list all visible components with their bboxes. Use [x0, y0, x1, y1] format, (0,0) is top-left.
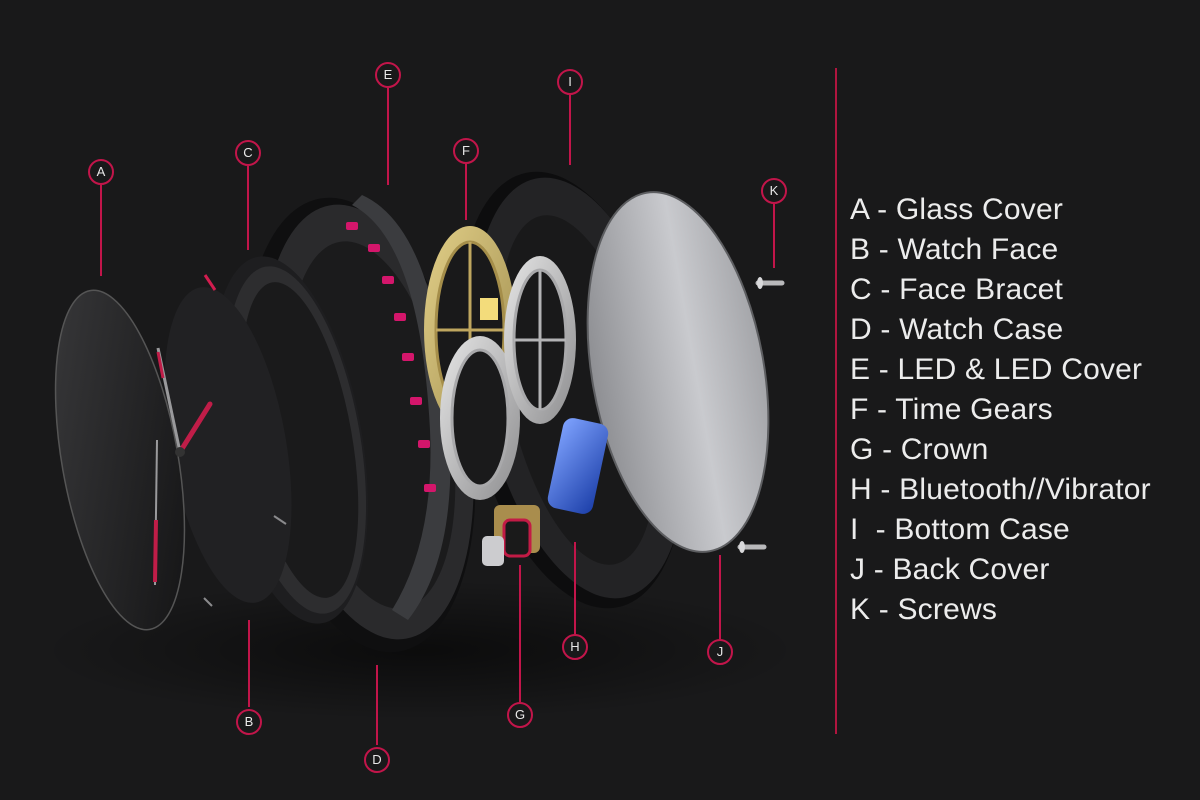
crown-shape: [482, 505, 540, 566]
legend-item-crown: G - Crown: [850, 433, 989, 466]
callout-f: F: [453, 138, 479, 164]
legend-item-glass-cover: A - Glass Cover: [850, 193, 1064, 226]
callout-e: E: [375, 62, 401, 88]
glass-cover-shape: [54, 289, 213, 631]
bluetooth-vibrator-shape: [547, 418, 609, 514]
leader-lines: [100, 88, 775, 745]
legend-item-watch-face: B - Watch Face: [850, 233, 1059, 266]
legend-item-time-gears: F - Time Gears: [850, 393, 1053, 426]
screws-shape: [737, 277, 785, 553]
callout-j: J: [707, 639, 733, 665]
callout-c: C: [235, 140, 261, 166]
callout-b: B: [236, 709, 262, 735]
legend-item-face-bracet: C - Face Bracet: [850, 273, 1064, 306]
legend-divider: [835, 68, 837, 734]
callout-g: G: [507, 702, 533, 728]
callout-d: D: [364, 747, 390, 773]
floor-shadow: [40, 580, 800, 720]
callout-i: I: [557, 69, 583, 95]
legend-item-bluetooth-vibrator: H - Bluetooth//Vibrator: [850, 473, 1151, 506]
legend-item-led-cover: E - LED & LED Cover: [850, 353, 1143, 386]
callout-h: H: [562, 634, 588, 660]
callout-k: K: [761, 178, 787, 204]
legend-item-bottom-case: I - Bottom Case: [850, 513, 1070, 546]
watch-face-shape: [164, 274, 292, 607]
time-gears-shape: [424, 226, 576, 500]
legend-item-screws: K - Screws: [850, 593, 998, 626]
parts-legend: A - Glass Cover B - Watch Face C - Face …: [850, 190, 1195, 630]
callout-a: A: [88, 159, 114, 185]
legend-item-watch-case: D - Watch Case: [850, 313, 1064, 346]
legend-item-back-cover: J - Back Cover: [850, 553, 1050, 586]
back-cover-shape: [586, 191, 770, 553]
